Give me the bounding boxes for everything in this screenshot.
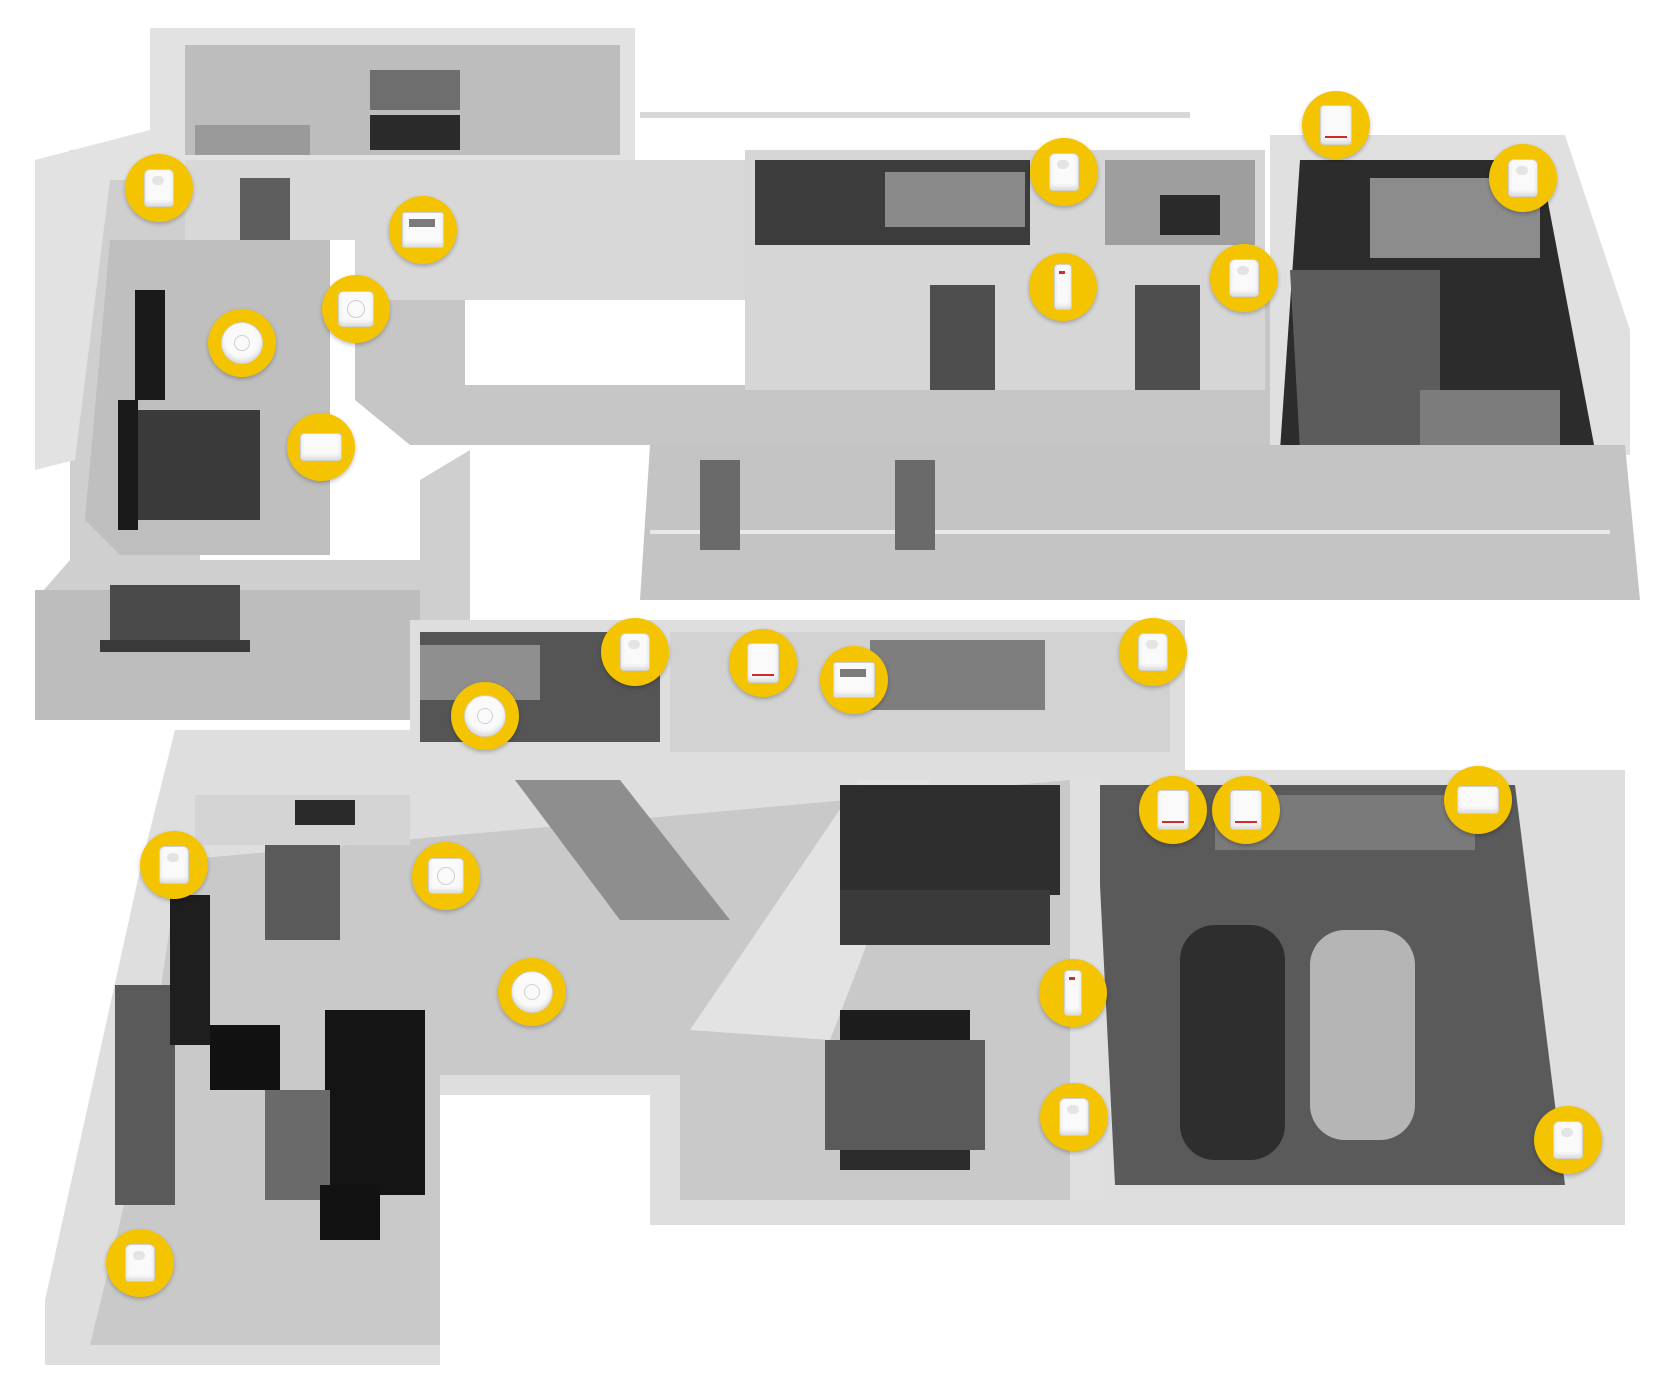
fireplace-wall [115, 985, 175, 1205]
kitchen-island [840, 890, 1050, 945]
keypad-icon[interactable] [389, 196, 457, 264]
bathroom-mirror [370, 70, 460, 110]
upper-door-3 [1135, 285, 1200, 390]
keypad-icon[interactable] [820, 646, 888, 714]
motion-detector-icon[interactable] [125, 154, 193, 222]
stair-void [465, 300, 745, 385]
siren-icon[interactable] [1139, 776, 1207, 844]
motion-detector-icon[interactable] [1534, 1106, 1602, 1174]
smoke-detector-icon[interactable] [498, 958, 566, 1026]
bathroom-sink [370, 115, 460, 150]
dining-chairs-top [840, 1010, 970, 1040]
balcony-railing [650, 530, 1610, 534]
mid-room-2-furniture [1160, 195, 1220, 235]
wardrobe [135, 290, 165, 400]
thermostat-icon[interactable] [322, 275, 390, 343]
armchair [210, 1025, 280, 1090]
motion-detector-icon[interactable] [601, 618, 669, 686]
deck-chair-2 [895, 460, 935, 550]
car-dark [1180, 925, 1285, 1160]
upper-tv-unit [1420, 390, 1560, 445]
upper-door-2 [930, 285, 995, 390]
smoke-detector-icon[interactable] [451, 682, 519, 750]
lower-floor [45, 620, 1625, 1365]
upper-staircase [1290, 270, 1440, 450]
upper-floor [35, 28, 1640, 720]
terrace-bench [100, 640, 250, 652]
door-contact-icon[interactable] [1029, 253, 1097, 321]
sofa [325, 1010, 425, 1195]
lower-door [265, 845, 340, 940]
lower-staircase [515, 780, 730, 920]
motion-detector-icon[interactable] [1040, 1083, 1108, 1151]
bed-headboard [118, 400, 138, 530]
side-chair [320, 1185, 380, 1240]
dining-table [825, 1040, 985, 1150]
smoke-detector-icon[interactable] [208, 309, 276, 377]
door-contact-icon[interactable] [1039, 959, 1107, 1027]
lower-hall-tv [295, 800, 355, 825]
motion-detector-icon[interactable] [1489, 144, 1557, 212]
siren-icon[interactable] [1302, 91, 1370, 159]
motion-detector-icon[interactable] [1119, 618, 1187, 686]
bed [130, 410, 260, 520]
bathtub [195, 125, 310, 155]
upper-railing [640, 112, 1190, 118]
car-light [1310, 930, 1415, 1140]
motion-detector-icon[interactable] [1030, 138, 1098, 206]
panel-device-icon[interactable] [1444, 766, 1512, 834]
dining-chairs-bottom [840, 1150, 970, 1170]
mid-room-1-blinds [885, 172, 1025, 227]
coffee-table [265, 1090, 330, 1200]
motion-detector-icon[interactable] [1210, 244, 1278, 312]
tall-cabinet [170, 895, 210, 1045]
thermostat-icon[interactable] [412, 842, 480, 910]
motion-detector-icon[interactable] [140, 831, 208, 899]
balcony-floor [640, 445, 1640, 600]
terrace-table [110, 585, 240, 640]
panel-device-icon[interactable] [287, 413, 355, 481]
lower-top-blinds [870, 640, 1045, 710]
motion-detector-icon[interactable] [106, 1229, 174, 1297]
siren-icon[interactable] [1212, 776, 1280, 844]
kitchen-cabinets [840, 785, 1060, 895]
siren-icon[interactable] [729, 629, 797, 697]
deck-chair-1 [700, 460, 740, 550]
